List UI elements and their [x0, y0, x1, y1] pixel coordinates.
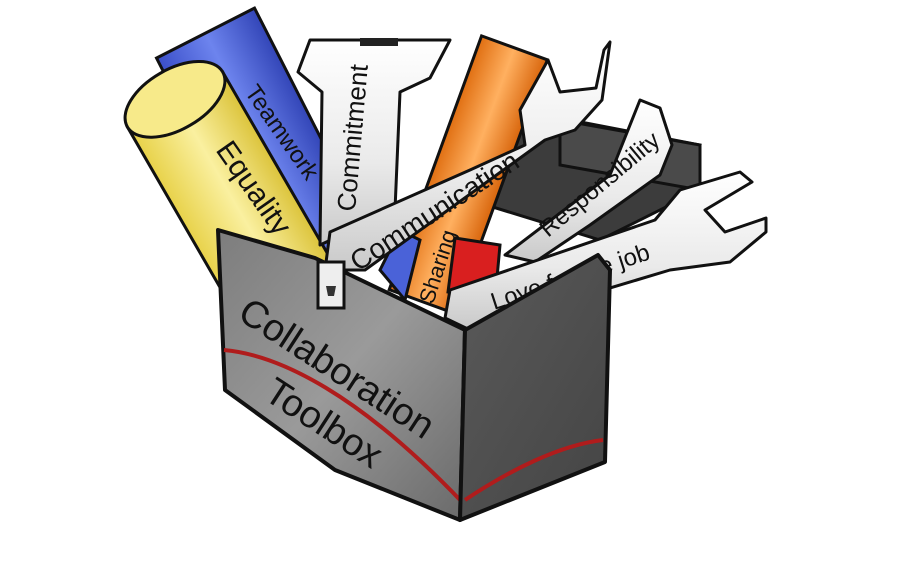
toolbox-side — [458, 253, 612, 522]
toolbox-front: Collaboration Toolbox — [216, 228, 467, 522]
box-latch — [316, 260, 346, 310]
